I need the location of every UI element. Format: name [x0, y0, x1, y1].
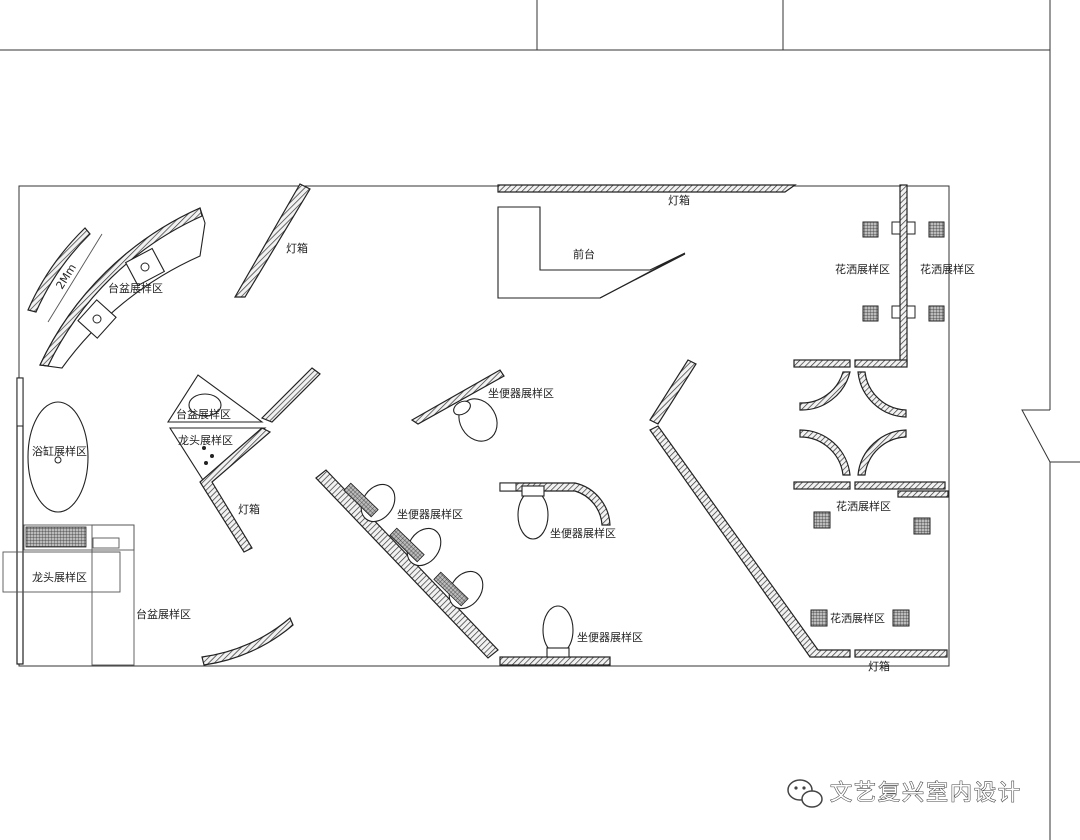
zone-labels: 灯箱 灯箱 灯箱 灯箱 前台 台盆展样区 台盆展样区 台盆展样区 龙头展样区 龙…: [32, 193, 975, 673]
label-shower-area-4: 花洒展样区: [830, 611, 885, 625]
reception-desk: [497, 206, 686, 299]
lightbox-wall-right-long: [649, 425, 851, 658]
lightbox-wall-top: [233, 183, 311, 298]
label-lightbox-2: 灯箱: [668, 193, 690, 207]
toilet-long-wall: [315, 469, 499, 659]
label-toilet-area-2: 坐便器展样区: [397, 507, 463, 521]
curved-wall-bottom: [201, 617, 294, 666]
label-basin-area-3: 台盆展样区: [136, 607, 191, 621]
label-shower-area-3: 花洒展样区: [836, 499, 891, 513]
top-lightbox-wall: [497, 184, 797, 193]
toilet-bottom: [499, 605, 611, 666]
label-lightbox-3: 灯箱: [238, 502, 260, 516]
label-toilet-area-3: 坐便器展样区: [550, 526, 616, 540]
label-shower-area-1: 花洒展样区: [835, 262, 890, 276]
label-lightbox-4: 灯箱: [868, 659, 890, 673]
shower-zone: [793, 184, 949, 658]
curved-basin-counter: 2Mm: [27, 207, 206, 369]
lightbox-wall-right-top: [649, 359, 697, 425]
watermark-text: 文艺复兴室内设计: [830, 781, 1022, 806]
label-bathtub-area: 浴缸展样区: [32, 444, 87, 458]
toilet-curved-partition: [499, 482, 611, 540]
lightbox-wall-mid: [260, 367, 321, 423]
lightbox-wall-low: [199, 427, 272, 553]
wechat-icon: [787, 779, 823, 808]
label-faucet-area-1: 龙头展样区: [178, 433, 233, 447]
label-shower-area-2: 花洒展样区: [920, 262, 975, 276]
watermark: 文艺复兴室内设计: [787, 779, 1022, 808]
label-reception: 前台: [573, 247, 595, 261]
label-toilet-area-4: 坐便器展样区: [577, 630, 643, 644]
left-wall: [16, 377, 24, 665]
label-lightbox-1: 灯箱: [286, 241, 308, 255]
label-basin-area-1: 台盆展样区: [108, 281, 163, 295]
label-basin-area-2: 台盆展样区: [176, 407, 231, 421]
faucet-counter: [2, 524, 135, 666]
triangle-basin-unit: [166, 374, 264, 423]
label-faucet-area-2: 龙头展样区: [32, 570, 87, 584]
toilet-partition-1: [410, 369, 505, 442]
label-toilet-area-1: 坐便器展样区: [488, 386, 554, 400]
